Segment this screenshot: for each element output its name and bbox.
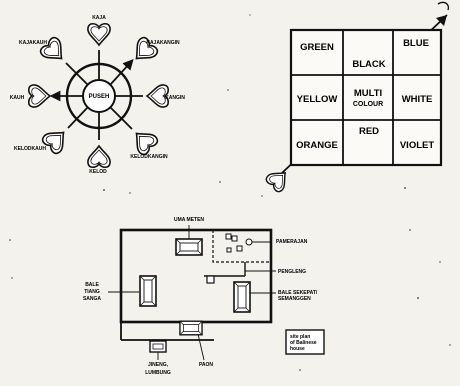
grid-cell-violet: VIOLET (400, 140, 435, 151)
grid-cell-red: RED (359, 126, 379, 137)
lotus-leaf-icon (127, 124, 161, 158)
caption-line1: site plan (290, 334, 310, 340)
label-bale-sekepat-line2: SEMANGGEN (278, 296, 311, 302)
grid-cell-blue: BLUE (403, 38, 429, 49)
compass-center-label: PUSEH (89, 94, 110, 100)
pamerajan-shrines (225, 233, 253, 253)
direction-kaja: KAJA (87, 15, 111, 80)
pamerajan-enclosure (212, 230, 271, 263)
label-bale-tiang-line2: TIANG (84, 289, 100, 295)
label-bale-tiang-line3: SANGA (83, 296, 101, 302)
scan-noise (9, 14, 451, 371)
bale-sekepat-building (233, 281, 251, 313)
grid-cell-multi-line2: COLOUR (353, 101, 383, 108)
label-paon: PAON (199, 362, 213, 368)
direction-label-kelod: KELOD (89, 169, 107, 175)
jineng-building (149, 340, 167, 353)
grid-cell-green: GREEN (300, 42, 334, 53)
direction-kajakauh: KAJAKAUH (19, 34, 89, 86)
lotus-leaf-icon (87, 145, 111, 169)
paon-building (179, 320, 203, 336)
label-bale-sekepat-line1: BALE SEKEPAT/ (278, 290, 318, 296)
lotus-leaf-icon (87, 22, 111, 46)
arrow-head-icon (436, 15, 447, 26)
direction-label-kaja: KAJA (92, 15, 106, 21)
caption-box (285, 329, 325, 355)
grid-cell-black: BLACK (352, 59, 385, 70)
color-grid-diagram: GREEN BLACK BLUE YELLOW MULTI COLOUR WHI… (263, 1, 450, 195)
direction-kajakangin: KAJAKANGIN (109, 34, 180, 86)
direction-label-kauh: KAUH (10, 95, 25, 101)
direction-label-kelodkangin: KELODKANGIN (130, 154, 168, 160)
direction-kelodkangin: KELODKANGIN (109, 106, 168, 160)
color-grid-frame (289, 28, 443, 167)
direction-label-kangin: KANGIN (165, 95, 185, 101)
pengleng-marker (206, 275, 215, 284)
label-bale-tiang-line1: BALE (85, 282, 99, 288)
label-uma-meten: UMA METEN (174, 217, 204, 223)
uma-meten-building (175, 238, 203, 256)
direction-kangin: KANGIN (115, 84, 185, 108)
arrow-tail-curl-icon (437, 1, 450, 11)
direction-label-kajakangin: KAJAKANGIN (146, 40, 180, 46)
site-plan-diagram: UMA METEN PAMERAJAN PENGLENG BALE SEKEPA… (83, 217, 325, 376)
lotus-leaf-icon (263, 165, 293, 195)
direction-label-kajakauh: KAJAKAUH (19, 40, 47, 46)
direction-kauh: KAUH (10, 84, 83, 108)
lotus-leaf-icon (27, 84, 51, 108)
bale-tiang-sanga-building (139, 275, 157, 307)
grid-cell-orange: ORANGE (296, 140, 338, 151)
compass-diagram: PUSEH KAJA KAJAKANGIN KANGIN KELODKANGIN… (10, 15, 185, 175)
direction-label-kelodkauh: KELODKAUH (14, 146, 46, 152)
caption-line2: of Balinese (290, 340, 317, 346)
direction-kelod: KELOD (87, 112, 111, 175)
grid-cell-multi-line1: MULTI (354, 88, 382, 99)
label-pamerajan: PAMERAJAN (276, 239, 308, 245)
grid-cell-white: WHITE (402, 94, 433, 105)
label-pengleng: PENGLENG (278, 269, 306, 275)
caption-line3: house (290, 346, 305, 352)
label-jineng-line2: LUMBUNG (145, 370, 171, 376)
grid-cell-yellow: YELLOW (297, 94, 338, 105)
direction-kelodkauh: KELODKAUH (14, 106, 89, 157)
label-jineng-line1: JINENG, (148, 362, 169, 368)
